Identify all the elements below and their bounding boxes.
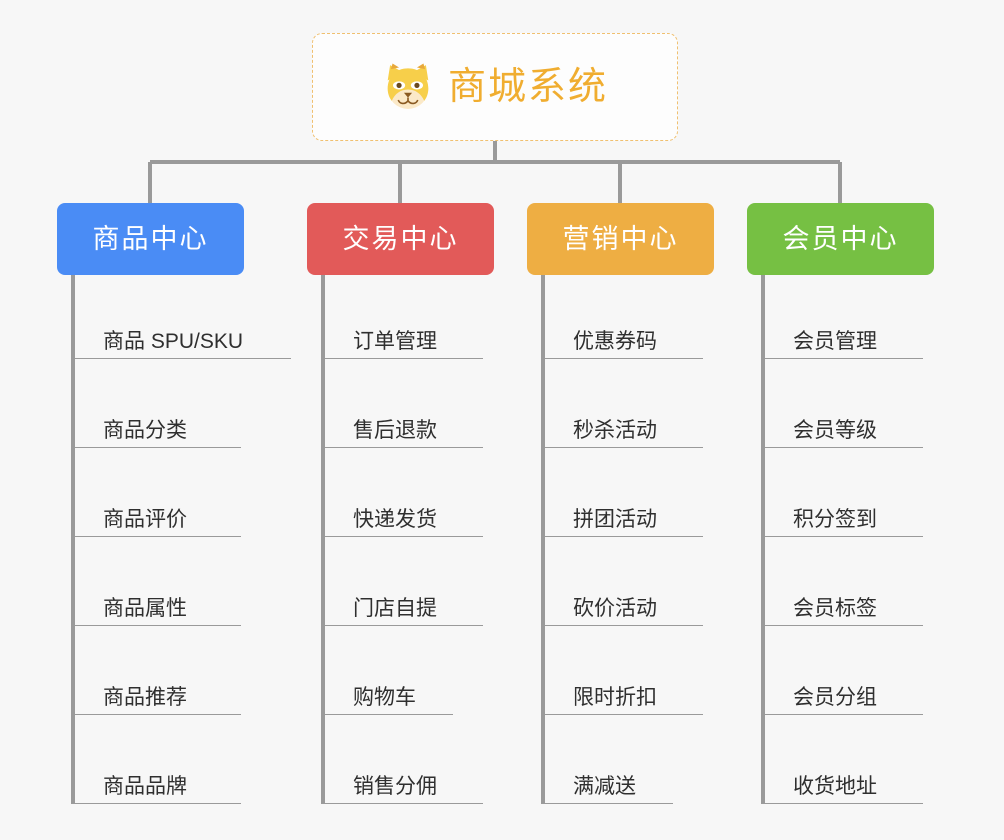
leaf-item-label: 会员标签 xyxy=(793,596,877,620)
leaf-item[interactable]: 订单管理 xyxy=(323,315,483,359)
leaf-item[interactable]: 商品 SPU/SKU xyxy=(73,315,291,359)
leaf-item[interactable]: 会员分组 xyxy=(763,671,923,715)
leaf-item[interactable]: 会员标签 xyxy=(763,582,923,626)
leaf-item[interactable]: 秒杀活动 xyxy=(543,404,703,448)
leaf-item[interactable]: 优惠券码 xyxy=(543,315,703,359)
leaf-item-label: 商品评价 xyxy=(103,507,187,531)
leaf-item[interactable]: 门店自提 xyxy=(323,582,483,626)
leaf-item-label: 会员等级 xyxy=(793,418,877,442)
shiba-dog-icon xyxy=(387,63,429,109)
leaf-item[interactable]: 会员等级 xyxy=(763,404,923,448)
leaf-item-label: 购物车 xyxy=(353,685,416,709)
leaf-item[interactable]: 满减送 xyxy=(543,760,673,804)
leaf-item-label: 售后退款 xyxy=(353,418,437,442)
branch-card-label: 会员中心 xyxy=(782,223,899,254)
branch-card-1[interactable]: 商品中心 xyxy=(57,203,244,275)
root-title: 商城系统 xyxy=(447,66,608,108)
leaf-item[interactable]: 商品评价 xyxy=(73,493,241,537)
leaf-item-label: 商品属性 xyxy=(103,596,187,620)
leaf-item[interactable]: 购物车 xyxy=(323,671,453,715)
branch-card-label: 商品中心 xyxy=(92,223,209,254)
leaf-item-label: 会员管理 xyxy=(793,329,877,353)
leaf-item-label: 商品品牌 xyxy=(103,774,187,798)
leaf-item[interactable]: 收货地址 xyxy=(763,760,923,804)
leaf-item-label: 优惠券码 xyxy=(573,329,657,353)
leaf-item-label: 砍价活动 xyxy=(573,596,657,620)
leaf-item[interactable]: 快递发货 xyxy=(323,493,483,537)
leaf-item-label: 商品分类 xyxy=(103,418,187,442)
leaf-item-label: 拼团活动 xyxy=(573,507,657,531)
leaf-item-label: 秒杀活动 xyxy=(573,418,657,442)
leaf-item-label: 订单管理 xyxy=(353,329,437,353)
leaf-item-label: 会员分组 xyxy=(793,685,877,709)
leaf-item[interactable]: 会员管理 xyxy=(763,315,923,359)
leaf-item-label: 快递发货 xyxy=(353,507,437,531)
leaf-item[interactable]: 拼团活动 xyxy=(543,493,703,537)
leaf-item[interactable]: 商品推荐 xyxy=(73,671,241,715)
leaf-item-label: 满减送 xyxy=(573,774,636,798)
leaf-item-label: 销售分佣 xyxy=(353,774,437,798)
leaf-item-label: 商品推荐 xyxy=(103,685,187,709)
leaf-item[interactable]: 商品分类 xyxy=(73,404,241,448)
leaf-item-label: 门店自提 xyxy=(353,596,437,620)
branch-card-3[interactable]: 营销中心 xyxy=(527,203,714,275)
leaf-item[interactable]: 商品属性 xyxy=(73,582,241,626)
branch-card-4[interactable]: 会员中心 xyxy=(747,203,934,275)
leaf-item[interactable]: 限时折扣 xyxy=(543,671,703,715)
branch-card-label: 营销中心 xyxy=(562,223,679,254)
branch-card-2[interactable]: 交易中心 xyxy=(307,203,494,275)
leaf-item-label: 收货地址 xyxy=(793,774,877,798)
leaf-item[interactable]: 销售分佣 xyxy=(323,760,483,804)
leaf-item[interactable]: 售后退款 xyxy=(323,404,483,448)
branch-card-label: 交易中心 xyxy=(342,223,459,254)
leaf-item[interactable]: 砍价活动 xyxy=(543,582,703,626)
leaf-item[interactable]: 积分签到 xyxy=(763,493,923,537)
leaf-item-label: 限时折扣 xyxy=(573,685,657,709)
leaf-item[interactable]: 商品品牌 xyxy=(73,760,241,804)
root-node[interactable]: 商城系统 xyxy=(312,33,678,141)
leaf-item-label: 积分签到 xyxy=(793,507,877,531)
leaf-item-label: 商品 SPU/SKU xyxy=(103,329,244,353)
